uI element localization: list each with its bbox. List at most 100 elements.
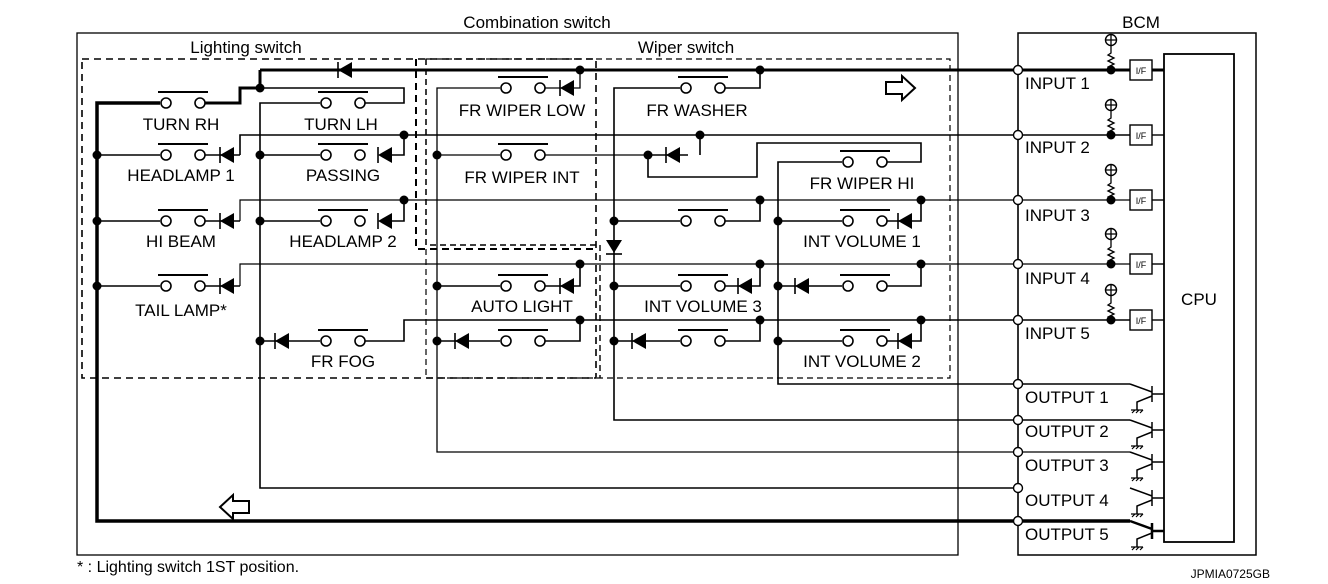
switch-contact-pair bbox=[318, 329, 368, 347]
switch-contact-pair bbox=[498, 274, 548, 292]
switch-contact-pair bbox=[840, 209, 890, 227]
diode-icon bbox=[794, 278, 809, 294]
junction-dot bbox=[773, 281, 783, 291]
label-int-volume-1: INT VOLUME 1 bbox=[803, 232, 921, 251]
switch-terminal bbox=[320, 335, 332, 347]
wire-int-volume-row4-mid bbox=[614, 320, 761, 342]
diode-body bbox=[560, 278, 574, 294]
junction-dot bbox=[575, 259, 585, 269]
junction-dot bbox=[916, 315, 926, 325]
input-terminal bbox=[1012, 129, 1024, 141]
diode-body bbox=[632, 333, 646, 349]
transistor-emitter bbox=[1136, 499, 1153, 514]
switch-contact-pair bbox=[498, 329, 548, 347]
output-transistor-icon bbox=[1129, 419, 1164, 450]
pull-up-resistor bbox=[1106, 111, 1116, 136]
interface-label: I/F bbox=[1136, 260, 1147, 270]
output-terminal bbox=[1012, 378, 1024, 390]
switch-terminal bbox=[160, 97, 172, 109]
output-4-label: OUTPUT 4 bbox=[1025, 491, 1109, 510]
wire-turn-lh bbox=[259, 87, 1018, 489]
diode-icon bbox=[631, 333, 646, 349]
diode-body bbox=[455, 333, 469, 349]
cpu-block bbox=[1163, 53, 1235, 543]
junction-dot bbox=[92, 150, 102, 160]
switch-contact-pair bbox=[158, 209, 208, 227]
switch-terminal bbox=[714, 280, 726, 292]
switch-terminal bbox=[680, 280, 692, 292]
diode-body bbox=[338, 62, 352, 78]
junction-dot bbox=[432, 281, 442, 291]
diode-body bbox=[898, 213, 912, 229]
junction-dot bbox=[255, 83, 265, 93]
output-1-label: OUTPUT 1 bbox=[1025, 388, 1109, 407]
label-fr-fog: FR FOG bbox=[311, 352, 375, 371]
ground-icon bbox=[1131, 409, 1144, 414]
junction-dot bbox=[255, 336, 265, 346]
diode-icon bbox=[559, 278, 574, 294]
diode-icon bbox=[454, 333, 469, 349]
switch-contact-pair bbox=[840, 150, 890, 168]
input-2-label: INPUT 2 bbox=[1025, 138, 1090, 157]
wire-input-4 bbox=[239, 263, 1130, 286]
switch-terminal bbox=[500, 149, 512, 161]
junction-dot bbox=[755, 195, 765, 205]
signal-direction-right-icon bbox=[885, 73, 917, 103]
label-hi-beam: HI BEAM bbox=[146, 232, 216, 251]
switch-contact-pair bbox=[840, 274, 890, 292]
switch-contact-pair bbox=[318, 91, 368, 109]
diodes bbox=[219, 62, 912, 349]
junction-dot bbox=[609, 216, 619, 226]
ground-icon bbox=[1131, 546, 1144, 551]
junction-dot bbox=[755, 259, 765, 269]
power-plus-icon-cross bbox=[1105, 228, 1117, 240]
power-plus-icon-cross bbox=[1105, 164, 1117, 176]
input-4-label: INPUT 4 bbox=[1025, 269, 1090, 288]
power-plus-icon-cross bbox=[1105, 34, 1117, 46]
transistor-collector bbox=[1129, 487, 1164, 506]
switch-contact-pair bbox=[158, 143, 208, 161]
junction-dot bbox=[255, 150, 265, 160]
switch-contact-pair bbox=[678, 329, 728, 347]
output-transistor-icon bbox=[1129, 383, 1164, 414]
switch-contact-pair bbox=[678, 76, 728, 94]
switch-terminal bbox=[534, 335, 546, 347]
interface-label: I/F bbox=[1136, 316, 1147, 326]
wire-int-volume-top bbox=[614, 200, 761, 222]
switch-terminal bbox=[842, 215, 854, 227]
junction-dot bbox=[432, 150, 442, 160]
label-fr-wiper-low: FR WIPER LOW bbox=[459, 101, 586, 120]
ground-icon bbox=[1131, 477, 1144, 482]
diode-icon bbox=[377, 213, 392, 229]
switch-terminal bbox=[160, 149, 172, 161]
switch-terminal bbox=[842, 335, 854, 347]
switch-terminal bbox=[354, 149, 366, 161]
interface-label: I/F bbox=[1136, 66, 1147, 76]
switch-terminal bbox=[876, 215, 888, 227]
switch-terminal bbox=[680, 82, 692, 94]
output-transistor-icon bbox=[1129, 519, 1164, 551]
transistor-emitter bbox=[1136, 463, 1153, 478]
switch-terminal bbox=[876, 280, 888, 292]
switch-terminal bbox=[354, 215, 366, 227]
lighting-switch-title: Lighting switch bbox=[190, 38, 302, 57]
transistor-collector bbox=[1129, 519, 1164, 539]
transistor-emitter bbox=[1136, 532, 1153, 547]
junction-dot bbox=[92, 281, 102, 291]
junction-dot bbox=[755, 315, 765, 325]
switch-terminal bbox=[714, 335, 726, 347]
switch-terminal bbox=[500, 280, 512, 292]
bcm-output-labels: OUTPUT 1 OUTPUT 2 OUTPUT 3 OUTPUT 4 OUTP… bbox=[1025, 388, 1109, 544]
wiper-switch-frame bbox=[425, 58, 951, 379]
diode-icon bbox=[274, 333, 289, 349]
switch-contacts bbox=[158, 76, 890, 347]
output-transistor-icon bbox=[1129, 487, 1164, 518]
combination-switch-frame bbox=[76, 32, 959, 556]
wire-auto-light bbox=[437, 264, 581, 287]
junction-dot bbox=[399, 195, 409, 205]
diode-body bbox=[795, 278, 809, 294]
wire-int-volume-3 bbox=[614, 264, 761, 287]
switch-terminal bbox=[534, 149, 546, 161]
pull-up-resistor bbox=[1106, 176, 1116, 201]
diode-body bbox=[220, 213, 234, 229]
